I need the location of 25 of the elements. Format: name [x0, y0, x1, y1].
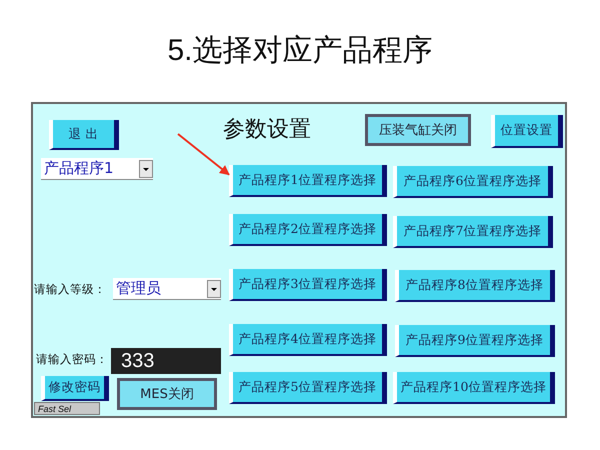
program-select-button: 产品程序10位置程序选择 — [393, 372, 555, 404]
program-select-button: 产品程序5位置程序选择 — [229, 372, 387, 404]
change-password-button: 修改密码 — [41, 376, 109, 401]
program-select-button: 产品程序6位置程序选择 — [393, 166, 553, 198]
level-dropdown: 管理员 — [113, 278, 221, 300]
mes-close-button: MES关闭 — [117, 378, 217, 410]
field-label: 请输入等级： — [34, 282, 106, 297]
position-settings-button: 位置设置 — [491, 115, 563, 148]
program-select-button: 产品程序7位置程序选择 — [393, 216, 553, 248]
program-select-button: 产品程序1位置程序选择 — [229, 165, 387, 197]
program-select-button: 产品程序4位置程序选择 — [229, 324, 387, 356]
exit-button: 退 出 — [49, 120, 119, 150]
fast-select-tab: Fast Sel — [34, 402, 100, 415]
program-select-button: 产品程序8位置程序选择 — [395, 270, 555, 302]
program-select-button: 产品程序9位置程序选择 — [395, 325, 555, 357]
panel-heading: 参数设置 — [223, 116, 311, 144]
program-select-button: 产品程序3位置程序选择 — [229, 269, 387, 301]
program-select-button: 产品程序2位置程序选择 — [229, 214, 387, 246]
cylinder-close-button: 压装气缸关闭 — [365, 114, 471, 146]
pointer-arrow — [177, 133, 230, 176]
settings-panel — [31, 102, 567, 418]
page-title: 5.选择对应产品程序 — [166, 33, 434, 69]
password-field: 333 — [111, 348, 221, 374]
program-dropdown: 产品程序1 — [41, 158, 153, 180]
field-label: 请输入密码： — [36, 352, 108, 367]
